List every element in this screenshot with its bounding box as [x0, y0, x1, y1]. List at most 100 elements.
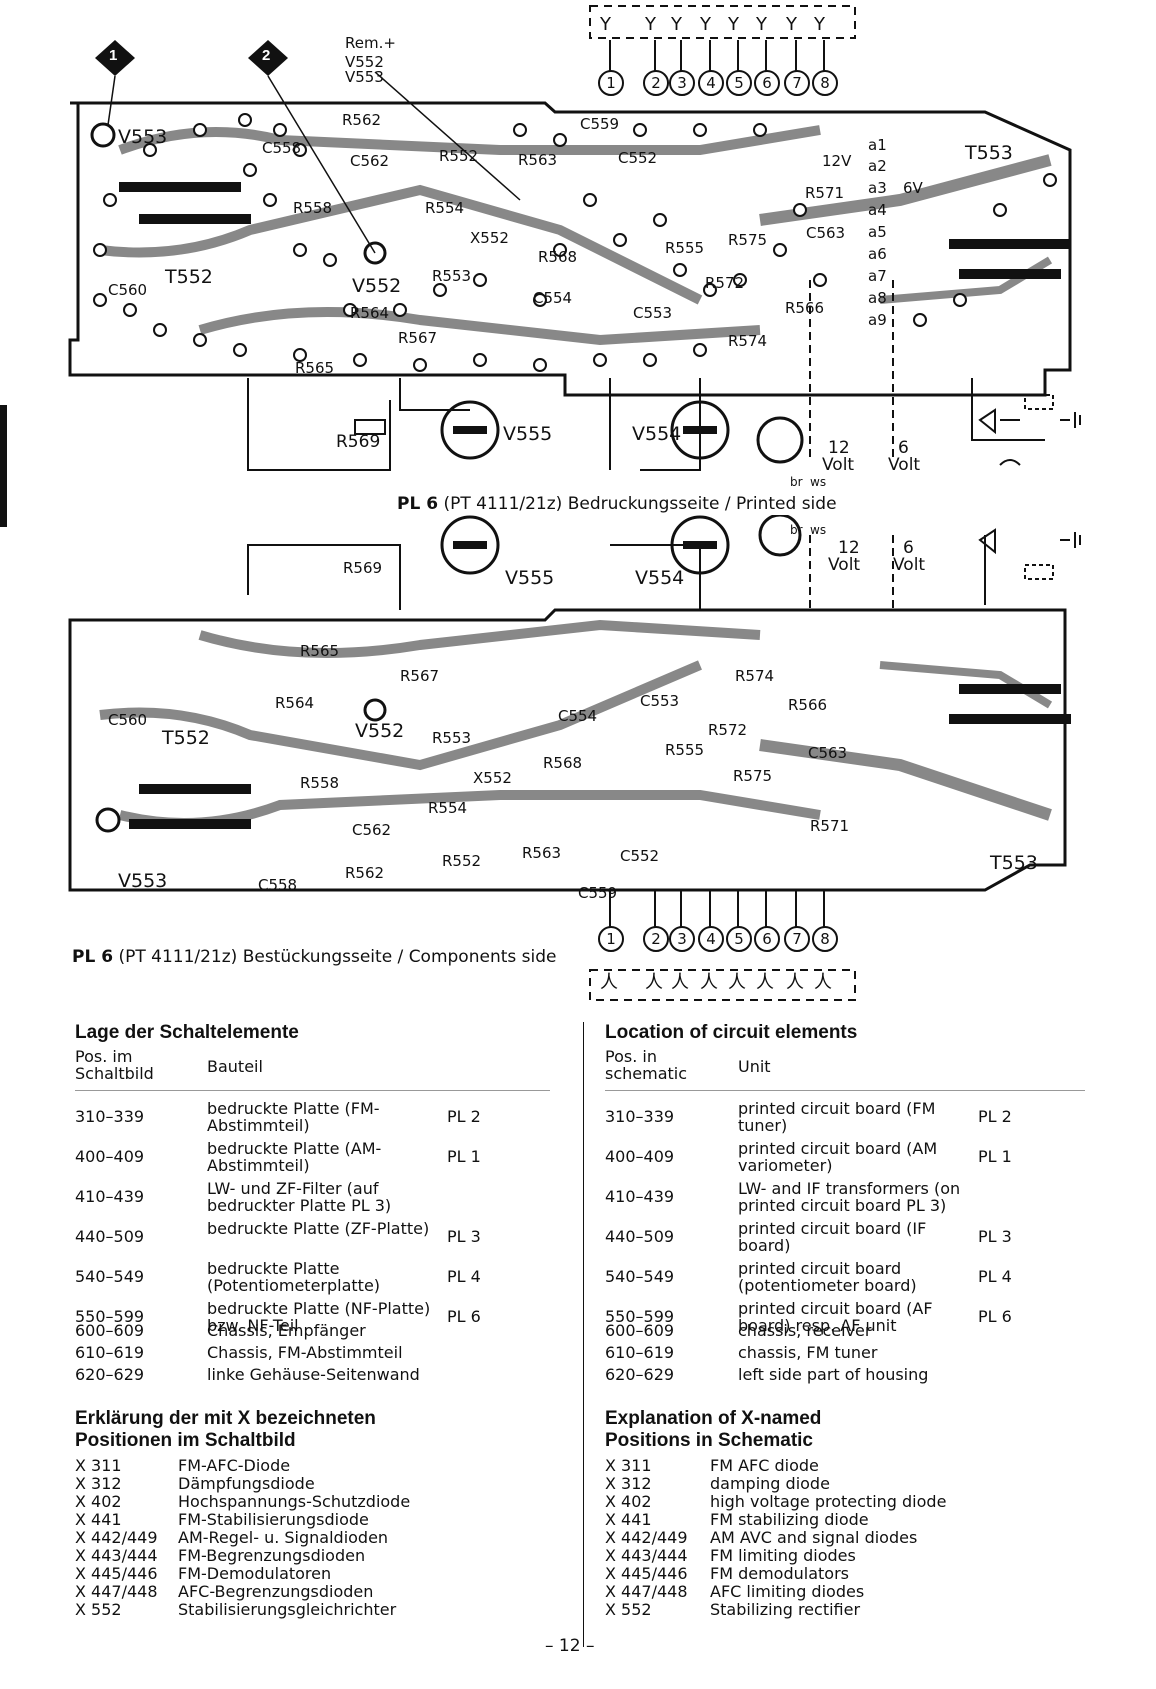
label-v554: V554: [632, 423, 682, 445]
xlist-code: X 312: [605, 1474, 652, 1493]
top-connector-5: 5: [726, 70, 752, 96]
label-br-bot: br: [790, 523, 803, 537]
top-fork-icon-4: Y: [700, 14, 711, 35]
bottom-fork-icon-2: 人: [645, 972, 663, 993]
xlist-code: X 311: [605, 1456, 652, 1475]
label-r562-bot: R562: [345, 864, 385, 882]
xlist-code: X 402: [75, 1492, 122, 1511]
pad-icon: [643, 353, 657, 367]
pin-a6: a6: [868, 245, 887, 263]
pad-icon: [953, 293, 967, 307]
pad-icon: [693, 343, 707, 357]
top-connector-6: 6: [754, 70, 780, 96]
label-r558-bot: R558: [300, 774, 340, 792]
label-c563-bot: C563: [808, 744, 848, 762]
label-r555-bot: R555: [665, 741, 705, 759]
label-c562: C562: [350, 152, 390, 170]
pad-icon: [143, 143, 157, 157]
table-pos-cell: 410–439: [75, 1187, 145, 1206]
table-en-title: Location of circuit elements: [605, 1022, 858, 1043]
pad-icon: [273, 123, 287, 137]
xlist-code: X 443/444: [605, 1546, 688, 1565]
pad-icon: [263, 193, 277, 207]
xlist-desc: Hochspannungs-Schutzdiode: [178, 1492, 411, 1511]
label-ws-bot: ws: [810, 523, 827, 537]
caption-printed-side: PL 6 (PT 4111/21z) Bedruckungsseite / Pr…: [397, 494, 837, 514]
table-pl-cell: PL 1: [447, 1147, 481, 1166]
table-pos-cell: 310–339: [75, 1107, 145, 1126]
pad-icon: [1043, 173, 1057, 187]
top-connector-2: 2: [643, 70, 669, 96]
label-c552: C552: [618, 149, 658, 167]
top-fork-icon-5: Y: [728, 14, 739, 35]
table-pl-cell: PL 2: [447, 1107, 481, 1126]
table-unit-cell: chassis, FM tuner: [738, 1343, 878, 1362]
table-pl-cell: PL 3: [978, 1227, 1012, 1246]
table-pl-cell: PL 4: [978, 1267, 1012, 1286]
table-pos-cell: 600–609: [75, 1321, 145, 1340]
label-x552: X552: [470, 229, 509, 247]
label-r554-bot: R554: [428, 799, 468, 817]
label-r566: R566: [785, 299, 825, 317]
xlist-code: X 441: [605, 1510, 652, 1529]
pad-icon: [633, 123, 647, 137]
xlist-desc: FM limiting diodes: [710, 1546, 856, 1565]
label-12-volt-bot: Volt: [828, 555, 861, 575]
pad-icon: [353, 353, 367, 367]
label-r565: R565: [295, 359, 335, 377]
table-en-col-pos: Pos. in schematic: [605, 1047, 688, 1083]
label-r567-bot: R567: [400, 667, 440, 685]
label-r564: R564: [350, 304, 390, 322]
table-de-col-pos: Pos. im Schaltbild: [75, 1047, 154, 1083]
column-divider: [583, 1022, 584, 1647]
xlist-desc: Stabilisierungsgleichrichter: [178, 1600, 397, 1619]
pad-icon: [693, 123, 707, 137]
table-unit-cell: printed circuit board (FM tuner): [738, 1099, 936, 1135]
pad-icon: [473, 273, 487, 287]
xlist-code: X 445/446: [605, 1564, 688, 1583]
label-6-top: 6: [898, 438, 909, 458]
table-pl-cell: PL 4: [447, 1267, 481, 1286]
pad-icon: [703, 283, 717, 297]
bottom-fork-icon-3: 人: [671, 972, 689, 993]
label-12-top: 12: [828, 438, 850, 458]
table-pos-cell: 550–599: [75, 1307, 145, 1326]
table-pos-cell: 620–629: [605, 1365, 675, 1384]
label-v553-bot: V553: [118, 870, 168, 892]
xlist-code: X 442/449: [75, 1528, 158, 1547]
table-de-col-unit: Bauteil: [207, 1057, 263, 1076]
label-c558: C558: [262, 139, 302, 157]
label-ws-top: ws: [810, 475, 827, 489]
pcb-components-side-diagram: [68, 515, 1081, 1001]
xlist-desc: AM-Regel- u. Signaldioden: [178, 1528, 389, 1547]
label-r563-bot: R563: [522, 844, 562, 862]
table-pos-cell: 550–599: [605, 1307, 675, 1326]
label-c552-bot: C552: [620, 847, 660, 865]
pad-icon: [553, 133, 567, 147]
label-6-bot: 6: [903, 538, 914, 558]
bottom-connector-6: 6: [754, 926, 780, 952]
label-r574-bot: R574: [735, 667, 775, 685]
top-connector-4: 4: [698, 70, 724, 96]
pad-icon: [93, 293, 107, 307]
pin-a7: a7: [868, 267, 887, 285]
bottom-fork-icon-7: 人: [786, 972, 804, 993]
label-c554-bot: C554: [558, 707, 598, 725]
label-r568: R568: [538, 248, 578, 266]
xlist-desc: AFC limiting diodes: [710, 1582, 865, 1601]
pad-icon: [153, 323, 167, 337]
pad-icon: [93, 243, 107, 257]
bottom-connector-2: 2: [643, 926, 669, 952]
label-br-top: br: [790, 475, 803, 489]
xlist-code: X 441: [75, 1510, 122, 1529]
label-r564-bot: R564: [275, 694, 315, 712]
label-v553: V553: [118, 126, 168, 148]
pad-icon: [293, 348, 307, 362]
bottom-connector-3: 3: [669, 926, 695, 952]
top-fork-icon-2: Y: [645, 14, 656, 35]
label-r555: R555: [665, 239, 705, 257]
table-unit-cell: printed circuit board (AM variometer): [738, 1139, 938, 1175]
top-fork-icon-7: Y: [786, 14, 797, 35]
rem-label: Rem.+: [345, 34, 396, 52]
label-r563: R563: [518, 151, 558, 169]
